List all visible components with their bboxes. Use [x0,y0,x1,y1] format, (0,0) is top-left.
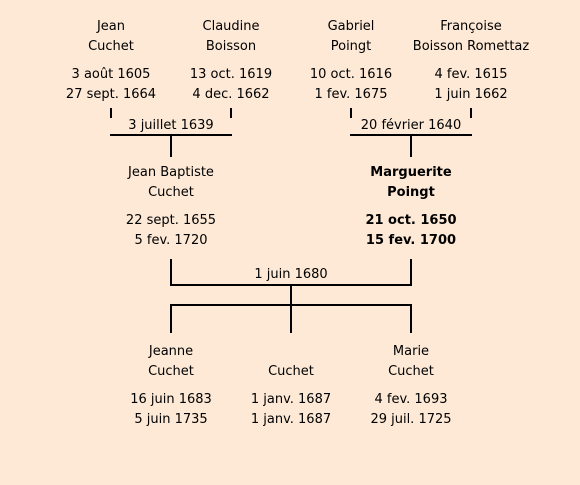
person-last-name: Cuchet [148,185,194,200]
person-last-name: Poingt [387,185,435,200]
death-date: 15 fev. 1700 [365,233,457,248]
person-jean-cuchet: Jean Cuchet 3 août 1605 27 sept. 1664 [41,17,181,105]
person-dates: 4 fev. 1693 29 juil. 1725 [341,390,481,430]
person-first-name: Marguerite [370,165,452,180]
person-dates: 3 août 1605 27 sept. 1664 [41,65,181,105]
person-last-name: Cuchet [148,364,194,379]
marriage-date-right: 20 février 1640 [341,118,481,134]
birth-date: 22 sept. 1655 [125,213,217,228]
person-last-name: Cuchet [268,364,314,379]
person-marguerite-poingt: Marguerite Poingt 21 oct. 1650 15 fev. 1… [341,163,481,251]
death-date: 29 juil. 1725 [370,412,452,427]
marriage-date-left: 3 juillet 1639 [101,118,241,134]
birth-date: 10 oct. 1616 [309,67,393,82]
person-dates: 16 juin 1683 5 juin 1735 [101,390,241,430]
birth-date: 3 août 1605 [71,67,151,82]
person-claudine-boisson: Claudine Boisson 13 oct. 1619 4 dec. 166… [161,17,301,105]
death-date: 5 juin 1735 [134,412,208,427]
person-first-name: Jean [96,19,126,34]
person-last-name: Boisson Romettaz [412,39,530,54]
death-date: 1 janv. 1687 [250,412,332,427]
person-jeanne-cuchet: Jeanne Cuchet 16 juin 1683 5 juin 1735 [101,342,241,430]
person-gabriel-poingt: Gabriel Poingt 10 oct. 1616 1 fev. 1675 [281,17,421,105]
marriage-date-center: 1 juin 1680 [221,267,361,283]
person-last-name: Poingt [330,39,372,54]
death-date: 1 juin 1662 [434,87,508,102]
person-first-name: Claudine [202,19,260,34]
person-francoise-boisson-romettaz: Françoise Boisson Romettaz 4 fev. 1615 1… [401,17,541,105]
birth-date: 21 oct. 1650 [365,213,457,228]
death-date: 5 fev. 1720 [134,233,208,248]
person-first-name: Marie [392,344,430,359]
person-dates: 13 oct. 1619 4 dec. 1662 [161,65,301,105]
death-date: 4 dec. 1662 [192,87,270,102]
birth-date: 4 fev. 1693 [374,392,448,407]
person-dates: 22 sept. 1655 5 fev. 1720 [101,211,241,251]
person-last-name: Boisson [205,39,257,54]
birth-date: 1 janv. 1687 [250,392,332,407]
person-first-name: Françoise [440,19,502,34]
person-first-name: Gabriel [327,19,375,34]
death-date: 27 sept. 1664 [65,87,157,102]
person-first-name [221,342,361,362]
person-first-name: Jeanne [148,344,194,359]
person-dates: 10 oct. 1616 1 fev. 1675 [281,65,421,105]
person-jean-baptiste-cuchet: Jean Baptiste Cuchet 22 sept. 1655 5 fev… [101,163,241,251]
birth-date: 16 juin 1683 [130,392,212,407]
person-cuchet-unnamed: Cuchet 1 janv. 1687 1 janv. 1687 [221,342,361,430]
death-date: 1 fev. 1675 [314,87,388,102]
person-marie-cuchet: Marie Cuchet 4 fev. 1693 29 juil. 1725 [341,342,481,430]
person-last-name: Cuchet [88,39,134,54]
person-dates: 1 janv. 1687 1 janv. 1687 [221,390,361,430]
person-last-name: Cuchet [388,364,434,379]
person-dates: 21 oct. 1650 15 fev. 1700 [341,211,481,251]
person-dates: 4 fev. 1615 1 juin 1662 [401,65,541,105]
birth-date: 4 fev. 1615 [434,67,508,82]
person-first-name: Jean Baptiste [128,165,214,180]
birth-date: 13 oct. 1619 [189,67,273,82]
